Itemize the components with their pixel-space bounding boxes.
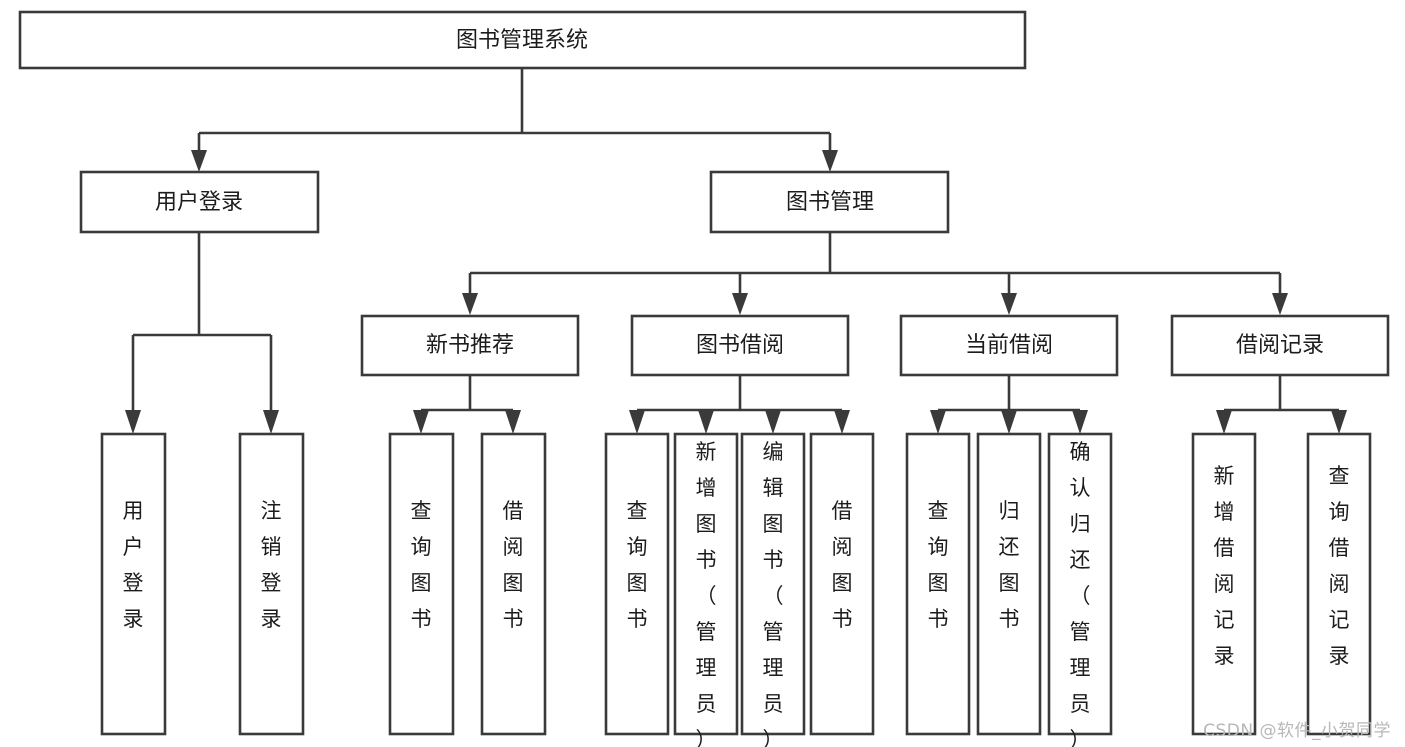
node-leaf-return-book[interactable]: 归还图书 [976,432,1042,736]
node-leaf-logout-box[interactable] [238,432,305,736]
node-leaf-query-book-1-label: 查询图书 [411,499,432,631]
arrow-head-leaf-confirm-return [1072,410,1088,434]
node-book-borrow-box[interactable] [630,314,850,377]
node-borrow-record-label: 借阅记录 [1236,333,1324,358]
node-leaf-query-book-2-box[interactable] [604,432,670,736]
node-root-box[interactable] [18,10,1027,70]
node-leaf-borrow-book-1[interactable]: 借阅图书 [480,432,547,736]
node-leaf-query-book-1[interactable]: 查询图书 [388,432,455,736]
arrow-head-leaf-query-record [1331,410,1347,434]
node-root[interactable]: 图书管理系统 [18,10,1027,70]
node-leaf-add-book[interactable]: 新增图书（管理员） [673,432,739,747]
node-leaf-borrow-book-2-box[interactable] [809,432,875,736]
node-leaf-query-book-1-box[interactable] [388,432,455,736]
node-book-management[interactable]: 图书管理 [709,170,950,234]
node-root-label: 图书管理系统 [456,28,588,53]
node-leaf-borrow-book-2-label: 借阅图书 [832,499,853,631]
node-book-borrow[interactable]: 图书借阅 [630,314,850,377]
node-book-management-box[interactable] [709,170,950,234]
node-leaf-query-book-3-label: 查询图书 [928,499,949,631]
node-current-borrow-label: 当前借阅 [965,333,1053,358]
node-leaf-add-book-label: 新增图书（管理员） [696,440,717,747]
arrow-head-leaf-query-book-1 [413,410,429,434]
node-current-borrow-box[interactable] [899,314,1119,377]
node-new-book-recommend-box[interactable] [360,314,580,377]
node-leaf-edit-book[interactable]: 编辑图书（管理员） [740,432,806,747]
node-leaf-return-book-box[interactable] [976,432,1042,736]
node-leaf-add-record-box[interactable] [1191,432,1257,736]
node-leaf-borrow-book-1-box[interactable] [480,432,547,736]
node-leaf-user-login[interactable]: 用户登录 [100,432,167,736]
arrow-head-leaf-edit-book [765,410,781,434]
node-new-book-recommend[interactable]: 新书推荐 [360,314,580,377]
node-leaf-user-login-box[interactable] [100,432,167,736]
node-leaf-add-record[interactable]: 新增借阅记录 [1191,432,1257,736]
node-leaf-edit-book-label: 编辑图书（管理员） [763,440,784,747]
connector-group-root [191,68,838,172]
node-leaf-logout-label: 注销登录 [261,499,282,631]
node-leaf-user-login-label: 用户登录 [123,499,144,631]
arrow-head-new-book-recommend [462,293,478,315]
arrow-head-leaf-logout [263,410,279,434]
node-borrow-record-box[interactable] [1170,314,1390,377]
arrow-head-leaf-borrow-book-2 [834,410,850,434]
node-book-management-label: 图书管理 [786,190,874,215]
connector-group-borrow-record [1216,375,1347,434]
node-borrow-record[interactable]: 借阅记录 [1170,314,1390,377]
node-leaf-query-book-2-label: 查询图书 [627,499,648,631]
node-current-borrow[interactable]: 当前借阅 [899,314,1119,377]
connector-group-new-book-recommend [413,375,521,434]
node-leaf-add-book-box[interactable] [673,432,739,736]
node-leaf-query-book-3-box[interactable] [905,432,971,736]
node-user-login-label: 用户登录 [155,190,243,215]
node-new-book-recommend-label: 新书推荐 [426,333,514,358]
node-leaf-query-book-2[interactable]: 查询图书 [604,432,670,736]
arrow-head-leaf-add-record [1216,410,1232,434]
arrow-head-book-borrow [732,293,748,315]
arrow-head-book-management [822,150,838,172]
arrow-head-borrow-record [1272,293,1288,315]
node-leaf-query-record[interactable]: 查询借阅记录 [1306,432,1372,736]
arrow-head-leaf-query-book-3 [930,410,946,434]
node-leaf-return-book-label: 归还图书 [999,499,1020,631]
node-leaf-confirm-return-label: 确认归还（管理员） [1070,440,1091,747]
node-leaf-confirm-return[interactable]: 确认归还（管理员） [1047,432,1113,747]
arrow-head-current-borrow [1001,293,1017,315]
connector-group-user-login [125,232,279,434]
connector-group-current-borrow [930,375,1088,434]
node-user-login[interactable]: 用户登录 [79,170,320,234]
arrow-head-leaf-query-book-2 [629,410,645,434]
node-book-borrow-label: 图书借阅 [696,333,784,358]
connector-group-book-borrow [629,375,850,434]
arrow-head-leaf-user-login [125,410,141,434]
node-leaf-query-book-3[interactable]: 查询图书 [905,432,971,736]
node-leaf-borrow-book-1-label: 借阅图书 [503,499,524,631]
node-user-login-box[interactable] [79,170,320,234]
connector-group-book-management [462,232,1288,315]
node-leaf-borrow-book-2[interactable]: 借阅图书 [809,432,875,736]
arrow-head-user-login [191,150,207,172]
node-leaf-query-record-label: 查询借阅记录 [1329,464,1350,668]
arrow-head-leaf-borrow-book-1 [505,410,521,434]
node-leaf-query-record-box[interactable] [1306,432,1372,736]
node-leaf-logout[interactable]: 注销登录 [238,432,305,736]
node-leaf-confirm-return-box[interactable] [1047,432,1113,736]
node-leaf-add-record-label: 新增借阅记录 [1214,464,1235,668]
arrow-head-leaf-add-book [698,410,714,434]
node-leaf-edit-book-box[interactable] [740,432,806,736]
arrow-head-leaf-return-book [1001,410,1017,434]
